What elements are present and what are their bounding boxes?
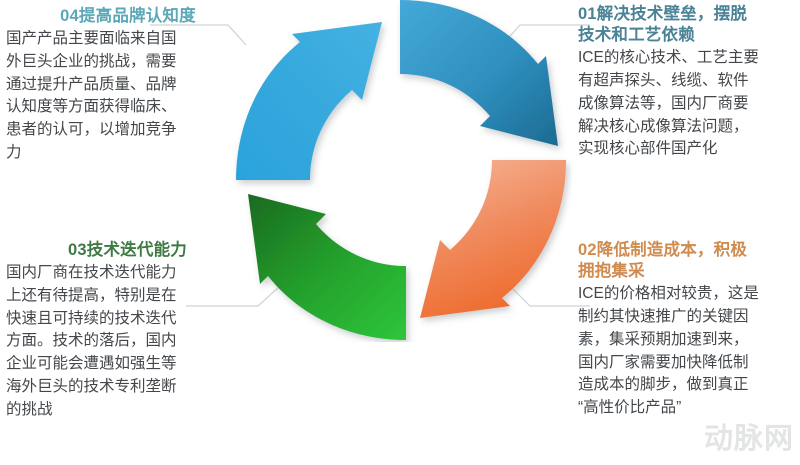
quadrant-04: 04提高品牌认知度 国产产品主要面临来自国 外巨头企业的挑战，需要 通过提升产品… [6,6,238,165]
cycle-arrow-01 [400,0,558,146]
quadrant-02: 02降低制造成本，积极 拥抱集采 ICE的价格相对较贵，这是 制约其快速推广的关… [578,240,796,420]
quadrant-02-body: ICE的价格相对较贵，这是 制约其快速推广的关键因 素，集采预期加速到来， 国内… [578,285,759,417]
cycle-arrow-04 [236,22,382,180]
cycle-diagram [236,0,566,340]
quadrant-01-title: 01解决技术壁垒，摆脱 技术和工艺依赖 [578,5,748,45]
quadrant-03-body: 国内厂商在技术迭代能力 上还有待提高，特别是在 快速且可持续的技术迭代 方面。技… [6,264,177,418]
quadrant-01-body: ICE的核心技术、工艺主要 有超声探头、线缆、软件 成像算法等，国内厂商要 解决… [578,49,759,158]
quadrant-04-title: 04提高品牌认知度 [60,7,196,25]
watermark-logo: 动脉网 [666,419,794,459]
cycle-arrow-03 [248,194,406,340]
quadrant-01: 01解决技术壁垒，摆脱 技术和工艺依赖 ICE的核心技术、工艺主要 有超声探头、… [578,4,796,161]
watermark-text: 动脉网 [703,423,794,455]
quadrant-03: 03技术迭代能力 国内厂商在技术迭代能力 上还有待提高，特别是在 快速且可持续的… [6,240,241,422]
cycle-arrow-02 [420,160,566,318]
quadrant-02-title: 02降低制造成本，积极 拥抱集采 [578,241,748,281]
quadrant-04-body: 国产产品主要面临来自国 外巨头企业的挑战，需要 通过提升产品质量、品牌 认知度等… [6,30,177,162]
quadrant-03-title: 03技术迭代能力 [68,241,187,259]
